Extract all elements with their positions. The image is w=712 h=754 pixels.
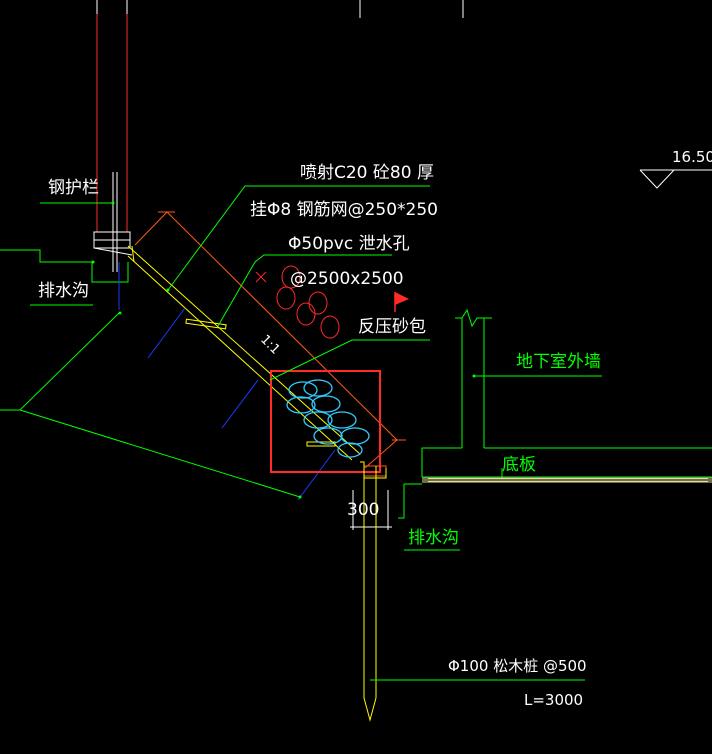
slope-ratio-text: 1:1 <box>257 332 282 357</box>
leader-node-dots <box>91 201 476 499</box>
top-edge-lines <box>96 0 464 18</box>
elevation-marker <box>639 169 712 189</box>
leader-lines <box>167 185 585 681</box>
pine-pile <box>363 466 377 722</box>
slab-gravel-dots <box>428 478 708 482</box>
railing-posts <box>96 14 128 232</box>
sandbag-group <box>286 379 370 458</box>
label-dim-300: 300 <box>347 500 379 520</box>
slope-surface <box>127 245 361 461</box>
ground-lines <box>0 202 301 498</box>
label-basement-wall: 地下室外墙 <box>516 352 601 372</box>
slope-ratio-label: 1:1 <box>257 332 282 357</box>
label-pile-length: L=3000 <box>524 691 583 709</box>
label-drain-hole-spacing: @2500x2500 <box>290 269 404 289</box>
dim-300 <box>350 490 392 530</box>
slab-gravel-hatch <box>422 477 712 483</box>
label-drain-ditch-right: 排水沟 <box>408 528 459 548</box>
right-drain-leader <box>398 483 460 551</box>
detail-highlight-box[interactable] <box>270 370 381 473</box>
slope-hatch <box>118 262 336 501</box>
drain-holes <box>255 265 340 339</box>
label-drain-hole: Φ50pvc 泄水孔 <box>288 234 410 254</box>
label-shotcrete: 喷射C20 砼80 厚 <box>300 163 434 183</box>
basement-wall <box>421 308 712 478</box>
flag-marker-icon[interactable] <box>394 292 409 312</box>
label-drain-ditch-left: 排水沟 <box>38 281 89 301</box>
label-steel-railing: 钢护栏 <box>48 178 99 198</box>
label-mesh: 挂Φ8 钢筋网@250*250 <box>250 200 438 220</box>
label-sandbag: 反压砂包 <box>358 317 426 337</box>
anchor-markers <box>185 318 336 447</box>
label-elevation: 16.50 <box>672 148 712 166</box>
label-pile: Φ100 松木桩 @500 <box>448 657 587 675</box>
label-floor-slab: 底板 <box>502 455 536 475</box>
steel-railing <box>93 172 133 272</box>
